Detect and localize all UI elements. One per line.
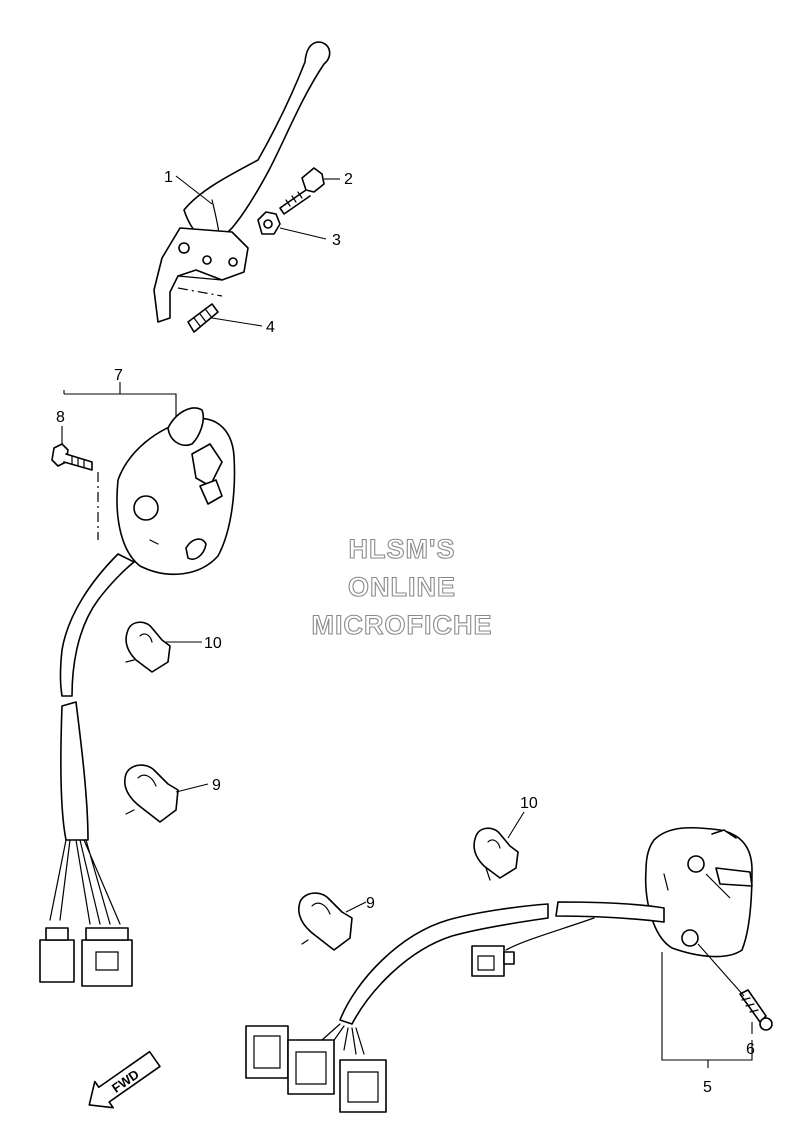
callout-2: 2 [344, 171, 353, 188]
lever-nut [257, 211, 281, 235]
switch-screw [51, 443, 99, 540]
leader-lines [61, 175, 753, 1034]
lever-assembly [153, 41, 331, 323]
bracket-7 [63, 382, 177, 416]
watermark-line-3: MICROFICHE [312, 610, 493, 640]
left-handlebar-switch [116, 407, 236, 576]
right-wire-harness [245, 901, 665, 1113]
watermark-line-1: HLSM'S [349, 534, 456, 564]
clip-9-left [124, 764, 179, 823]
callout-9-left: 9 [212, 777, 221, 794]
watermark: HLSM'S ONLINE MICROFICHE [311, 533, 493, 640]
callout-1: 1 [164, 169, 173, 186]
callout-7: 7 [114, 367, 123, 384]
callout-4: 4 [266, 319, 275, 336]
forward-direction-arrow [88, 1050, 161, 1109]
callout-3: 3 [332, 232, 341, 249]
watermark-line-2: ONLINE [348, 572, 456, 602]
pivot-bolt [279, 167, 325, 215]
callout-6: 6 [746, 1041, 755, 1058]
callout-9-right: 9 [366, 895, 375, 912]
clip-9-right [298, 892, 353, 951]
callout-5: 5 [703, 1079, 712, 1096]
right-handlebar-switch [644, 826, 753, 958]
clip-10-upper [125, 621, 171, 673]
right-switch-screw [739, 989, 773, 1031]
bracket-5 [661, 952, 753, 1068]
callout-10-upper: 10 [204, 635, 222, 652]
lever-spring [177, 287, 223, 333]
callout-10-lower: 10 [520, 795, 538, 812]
callout-8: 8 [56, 409, 65, 426]
left-wire-harness [39, 553, 135, 987]
clip-10-lower [473, 827, 519, 881]
